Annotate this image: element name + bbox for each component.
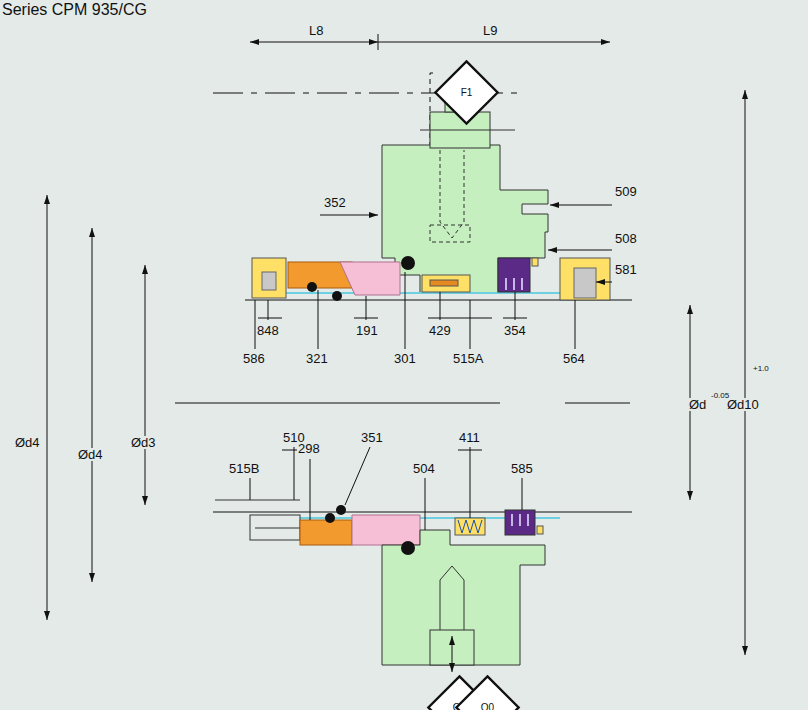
diagram-title: Series CPM 935/CG [2, 1, 147, 19]
port-label: F1 [433, 59, 500, 126]
callout-number: 848 [256, 324, 280, 337]
port-diamond: Q0 [454, 674, 521, 710]
callout-number: 585 [510, 462, 534, 475]
callout-number: 351 [360, 431, 384, 444]
callout-number: 508 [614, 232, 638, 245]
dimension-label: Ød3 [130, 436, 157, 449]
callout-number: 515A [452, 352, 484, 365]
callout-number: 429 [428, 324, 452, 337]
callout-number: 564 [562, 352, 586, 365]
callout-number: 352 [323, 196, 347, 209]
dimension-label: +1.0 [752, 365, 770, 373]
dimension-label: L9 [482, 24, 498, 37]
port-diamond: F1 [433, 59, 500, 126]
callout-number: 515B [228, 462, 260, 475]
callout-number: 191 [355, 324, 379, 337]
callout-number: 298 [297, 442, 321, 455]
dimension-label: Ød [688, 398, 707, 411]
callout-number: 509 [614, 185, 638, 198]
dimension-label: Ød4 [77, 448, 104, 461]
dimension-label: Ød10 [726, 398, 760, 411]
callout-number: 581 [614, 263, 638, 276]
callout-number: 354 [503, 324, 527, 337]
dimension-label: L8 [308, 24, 324, 37]
callout-number: 321 [305, 352, 329, 365]
callout-number: 411 [458, 431, 481, 444]
callout-number: 504 [412, 462, 436, 475]
port-label: Q0 [454, 674, 521, 710]
callout-number: 301 [393, 352, 417, 365]
dimension-label: Ød4 [14, 436, 41, 449]
callout-number: 586 [242, 352, 266, 365]
